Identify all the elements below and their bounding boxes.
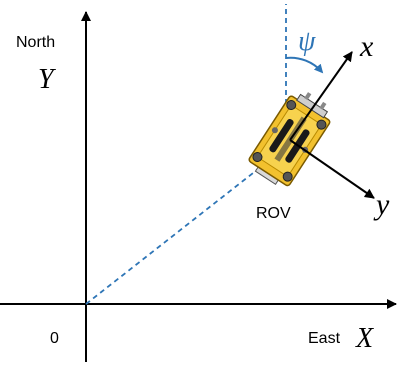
x-axis-label: X (355, 323, 374, 354)
heading-angle-label: ψ (298, 26, 316, 57)
east-label: East (308, 330, 341, 347)
y-axis-label: Y (38, 64, 57, 95)
body-y-axis-line (289, 139, 375, 199)
heading-angle-arc (285, 56, 324, 74)
body-y-label: y (373, 188, 390, 221)
position-dashed-line (85, 165, 263, 305)
rov-label: ROV (256, 205, 291, 222)
body-x-label: x (359, 30, 374, 63)
north-label: North (16, 34, 55, 51)
body-x-axis-line (289, 51, 353, 141)
origin-label: 0 (50, 330, 59, 347)
